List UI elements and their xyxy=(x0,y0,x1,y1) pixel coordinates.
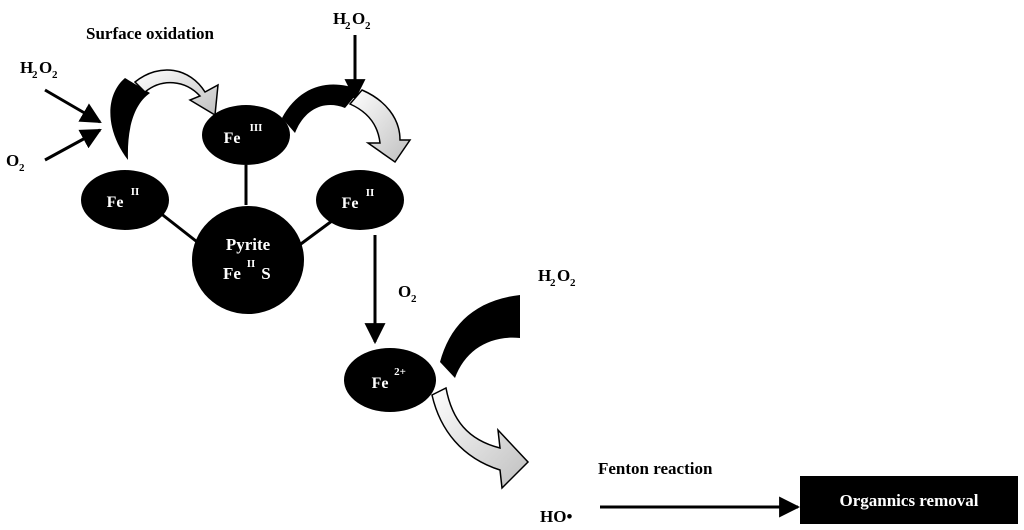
h2o2-right-base: H xyxy=(538,266,551,285)
h2o2-left-sub1: 2 xyxy=(32,69,38,81)
species-h2o2-top: H 2 O 2 xyxy=(333,9,371,32)
species-o2-left: O 2 xyxy=(6,151,25,174)
h2o2-left-sub2: 2 xyxy=(52,69,58,81)
species-h2o2-left: H 2 O 2 xyxy=(20,58,58,81)
node-fe2plus-base: Fe xyxy=(372,375,389,392)
arrow-o2-left-in xyxy=(44,128,102,162)
h2o2-top-mid: O xyxy=(352,9,365,28)
o2-mid-base: O xyxy=(398,282,411,301)
node-organics-removal-label: Organnics removal xyxy=(840,491,979,510)
node-pyrite-line2-base: Fe xyxy=(223,264,241,283)
curved-arrow-bottom-hollow xyxy=(431,386,530,490)
node-feii-right-base: Fe xyxy=(342,195,359,212)
node-fe2plus-sup: 2+ xyxy=(394,366,406,378)
h2o2-right-sub2: 2 xyxy=(570,277,576,289)
node-pyrite: Pyrite Fe II S xyxy=(192,206,304,314)
node-pyrite-line1: Pyrite xyxy=(226,235,271,254)
h2o2-right-mid: O xyxy=(557,266,570,285)
h2o2-top-sub2: 2 xyxy=(365,20,371,32)
curved-arrow-top-black xyxy=(282,84,360,133)
species-h2o2-right: H 2 O 2 xyxy=(538,266,576,289)
curved-arrow-left-black xyxy=(110,78,150,160)
o2-left-base: O xyxy=(6,151,19,170)
node-feii-left: Fe II xyxy=(81,170,169,230)
node-feiii: Fe III xyxy=(202,105,290,165)
node-feii-right-sup: II xyxy=(366,187,375,199)
node-feii-right: Fe II xyxy=(316,170,404,230)
h2o2-top-sub1: 2 xyxy=(345,20,351,32)
node-feii-left-sup: II xyxy=(131,186,140,198)
h2o2-top-base: H xyxy=(333,9,346,28)
o2-left-sub: 2 xyxy=(19,162,25,174)
node-pyrite-line2-tail: S xyxy=(261,264,270,283)
curved-arrow-right-black xyxy=(440,295,520,378)
species-hydroxyl-radical: HO• xyxy=(540,507,572,526)
node-feiii-sup: III xyxy=(250,122,263,134)
node-pyrite-line2-sup: II xyxy=(247,258,256,270)
h2o2-right-sub1: 2 xyxy=(550,277,556,289)
curved-arrow-top-right-hollow xyxy=(348,89,412,164)
node-fe2plus: Fe 2+ xyxy=(344,348,436,412)
h2o2-left-mid: O xyxy=(39,58,52,77)
h2o2-left-base: H xyxy=(20,58,33,77)
species-o2-mid: O 2 xyxy=(398,282,417,305)
o2-mid-sub: 2 xyxy=(411,293,417,305)
node-feii-left-base: Fe xyxy=(107,194,124,211)
arrow-h2o2-left-in xyxy=(44,88,102,124)
label-fenton-reaction: Fenton reaction xyxy=(598,459,713,478)
node-organics-removal: Organnics removal xyxy=(800,476,1018,524)
title-surface-oxidation: Surface oxidation xyxy=(86,24,215,43)
node-feiii-base: Fe xyxy=(224,130,241,147)
